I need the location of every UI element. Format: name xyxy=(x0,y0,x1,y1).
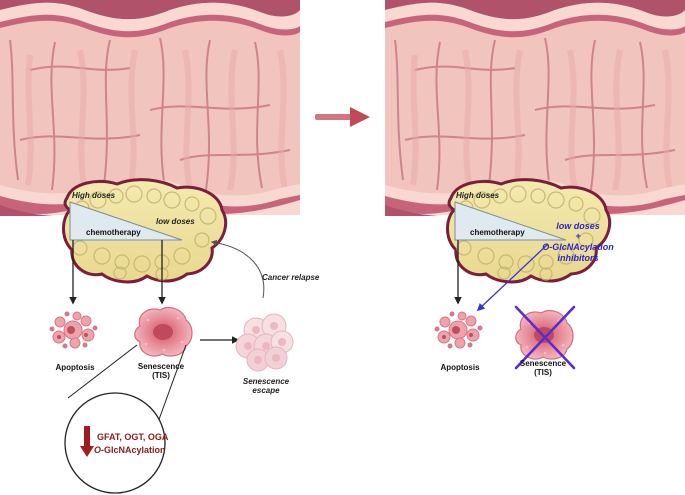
down-arrow-icon xyxy=(80,426,94,457)
left-panel: High doses low doses chemotherapy Cancer… xyxy=(0,0,320,494)
inhibitor-arrow xyxy=(476,243,549,312)
right-dose-triangle: High doses chemotherapy xyxy=(454,191,567,241)
combo-inhibitors: inhibitors xyxy=(558,253,599,263)
zoom-circle xyxy=(64,392,166,494)
apoptosis-label: Apoptosis xyxy=(55,363,95,372)
apoptosis-cell-icon xyxy=(49,311,98,349)
right-panel: High doses chemotherapy low doses + O-Gl… xyxy=(385,0,685,377)
combo-o-glcnacylation: O-GlcNAcylation xyxy=(542,242,614,252)
senescent-cell-icon xyxy=(134,307,193,357)
enzymes-label: GFAT, OGT, OGA xyxy=(97,432,169,442)
o-prefix: O- xyxy=(94,445,104,455)
senescence-label: Senescence xyxy=(138,362,185,371)
transition-arrow-icon xyxy=(315,107,370,127)
glcnacylation-text: GlcNAcylation xyxy=(104,445,166,455)
right-chemotherapy-label: chemotherapy xyxy=(470,228,525,237)
right-apoptosis-label: Apoptosis xyxy=(440,363,480,372)
tis-label: (TIS) xyxy=(152,371,170,380)
o-glcnacylation-label: O-GlcNAcylation xyxy=(94,445,166,455)
left-dose-triangle: High doses low doses chemotherapy xyxy=(69,191,195,241)
right-tis-label: (TIS) xyxy=(534,368,552,377)
left-chemotherapy-label: chemotherapy xyxy=(86,228,141,237)
left-low-doses-label: low doses xyxy=(156,217,195,226)
right-apoptosis-cell-icon xyxy=(434,311,483,349)
combo-plus: + xyxy=(575,231,581,241)
escape-label-line2: escape xyxy=(252,386,280,395)
left-high-doses-label: High doses xyxy=(72,191,116,200)
relapse-arrow xyxy=(210,239,265,299)
escape-label-line1: Senescence xyxy=(243,377,290,386)
cancer-relapse-label: Cancer relapse xyxy=(262,273,320,282)
senescence-escape-cell-cluster-icon xyxy=(235,313,294,372)
right-senescence-label: Senescence xyxy=(520,359,567,368)
zoom-line-left xyxy=(67,344,138,399)
cross-icon xyxy=(514,305,576,370)
combination-label: low doses + O-GlcNAcylation inhibitors xyxy=(542,221,614,263)
zoom-line-right xyxy=(156,344,187,426)
right-high-doses-label: High doses xyxy=(456,191,500,200)
combo-low-doses: low doses xyxy=(556,221,600,231)
